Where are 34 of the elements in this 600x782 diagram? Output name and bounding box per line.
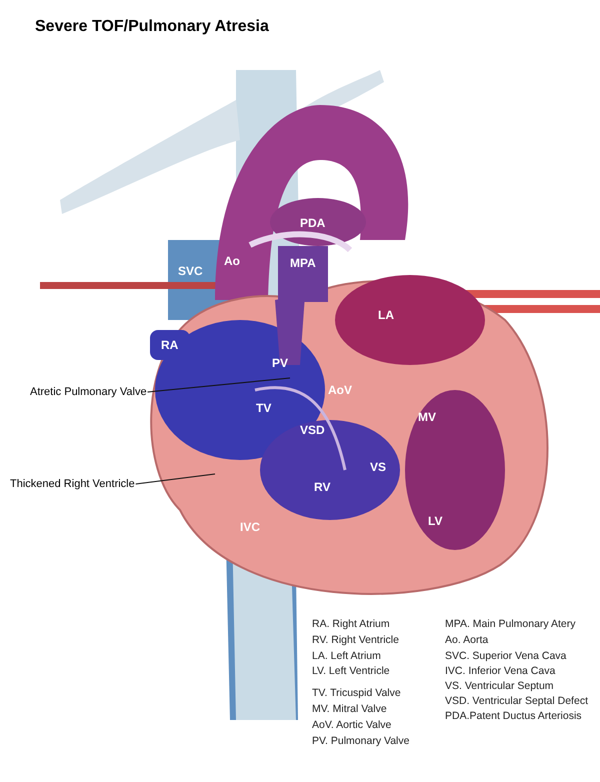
leader-line: [135, 474, 216, 484]
key-entry: VS. Ventricular Septum: [445, 680, 554, 692]
diagram-title: Severe TOF/Pulmonary Atresia: [35, 18, 269, 36]
key-entry: PV. Pulmonary Valve: [312, 735, 410, 747]
key-entry: RV. Right Ventricle: [312, 634, 399, 646]
key-entry: MPA. Main Pulmonary Atery: [445, 618, 576, 630]
callout-text: Thickened Right Ventricle: [10, 478, 135, 490]
part-label: LA: [378, 308, 394, 322]
key-entry: RA. Right Atrium: [312, 618, 390, 630]
part-label: Ao: [224, 254, 240, 268]
key-entry: AoV. Aortic Valve: [312, 719, 392, 731]
part-label: IVC: [240, 520, 260, 534]
part-label: RV: [314, 480, 330, 494]
part-label: PV: [272, 356, 288, 370]
key-entry: SVC. Superior Vena Cava: [445, 650, 566, 662]
key-entry: TV. Tricuspid Valve: [312, 687, 401, 699]
part-label: MV: [418, 410, 436, 424]
key-entry: IVC. Inferior Vena Cava: [445, 665, 556, 677]
part-label: VSD: [300, 423, 325, 437]
part-label: SVC: [178, 264, 203, 278]
part-label: MPA: [290, 256, 316, 270]
key-entry: MV. Mitral Valve: [312, 703, 387, 715]
part-label: VS: [370, 460, 386, 474]
part-label: LV: [428, 514, 442, 528]
part-label: RA: [161, 338, 178, 352]
key-entry: LV. Left Ventricle: [312, 665, 390, 677]
key-entry: Ao. Aorta: [445, 634, 488, 646]
key-entry: VSD. Ventricular Septal Defect: [445, 695, 588, 707]
key-entry: LA. Left Atrium: [312, 650, 381, 662]
part-label: PDA: [300, 216, 326, 230]
part-label: TV: [256, 401, 272, 415]
part-label: AoV: [328, 383, 352, 397]
key-entry: PDA.Patent Ductus Arteriosis: [445, 710, 582, 722]
callout-text: Atretic Pulmonary Valve: [30, 386, 147, 398]
